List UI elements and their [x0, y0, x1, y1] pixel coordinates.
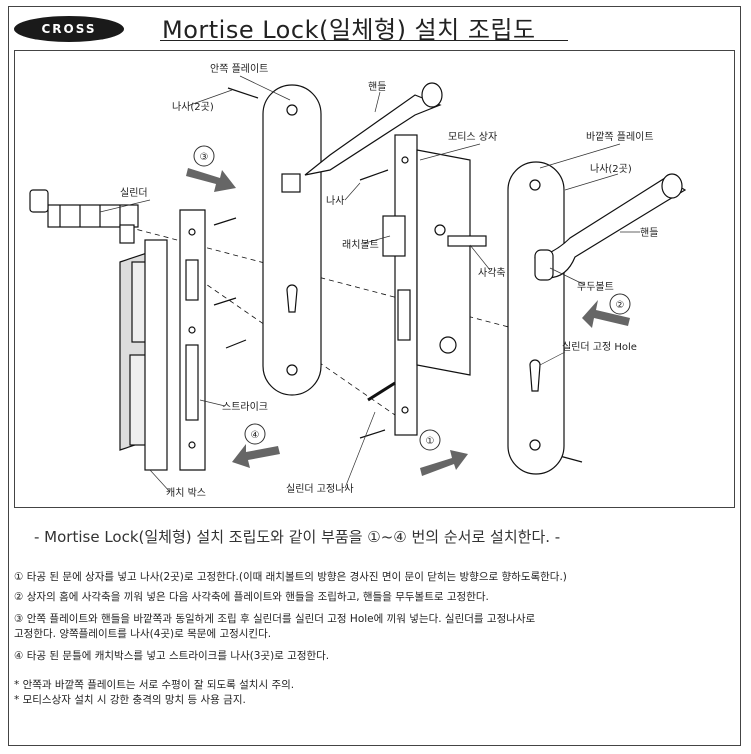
label-mudu-bolt: 무두볼트 [577, 281, 614, 293]
label-mortise-case: 모티스 상자 [448, 131, 497, 143]
outer-handle-part [534, 173, 687, 281]
step-1-number: ① [426, 436, 435, 447]
cylinder-part [29, 189, 139, 244]
step-circles [193, 145, 631, 451]
diagram-frame [14, 50, 735, 508]
step-2-number: ② [616, 300, 625, 311]
strike-screws [213, 217, 247, 349]
inner-plate-screw [227, 87, 259, 99]
label-screw-2-right: 나사(2곳) [590, 163, 632, 175]
label-screw: 나사 [326, 195, 344, 207]
label-handle-right: 핸들 [640, 227, 658, 239]
label-catch-box: 캐치 박스 [166, 487, 206, 499]
step-3-number: ③ [200, 152, 209, 163]
brand-logo: CROSS [14, 16, 124, 42]
label-inner-plate: 안쪽 플레이트 [210, 63, 268, 75]
inner-plate-part [262, 84, 322, 396]
label-handle-top: 핸들 [368, 81, 386, 93]
label-cylinder-hole: 실린더 고정 Hole [562, 341, 637, 353]
catch-box-part [119, 239, 168, 471]
title-underline [160, 40, 568, 41]
label-cylinder-screw: 실린더 고정나사 [286, 483, 354, 495]
instruction-1: ① 타공 된 문에 상자를 넣고 나사(2곳)로 고정한다.(이때 래치볼트의 … [14, 571, 567, 583]
mortise-case-part [382, 134, 487, 436]
label-screw-2-left: 나사(2곳) [172, 101, 214, 113]
summary-line: - Mortise Lock(일체형) 설치 조립도와 같이 부품을 ①~④ 번… [34, 528, 561, 546]
instruction-3: ③ 안쪽 플레이트와 핸들을 바깥쪽과 동일하게 조립 후 실린더를 실린더 고… [14, 613, 536, 625]
leader-lines [99, 75, 640, 493]
strike-plate-part [179, 209, 206, 471]
label-outer-plate: 바깥쪽 플레이트 [586, 131, 654, 143]
label-cylinder: 실린더 [120, 187, 148, 199]
inner-handle-part [304, 82, 443, 176]
label-square-shaft: 사각축 [478, 267, 506, 279]
label-latch-bolt: 래치볼트 [342, 239, 379, 251]
caution-note-1: * 안쪽과 바깥쪽 플레이트는 서로 수평이 잘 되도록 설치시 주의. [14, 679, 295, 691]
instruction-4: ④ 타공 된 문틀에 캐치박스를 넣고 스트라이크를 나사(3곳)로 고정한다. [14, 650, 330, 662]
instruction-3-cont: 고정한다. 양쪽플레이트를 나사(4곳)로 목문에 고정시킨다. [14, 628, 272, 640]
caution-note-2: * 모티스상자 설치 시 강한 충격의 망치 등 사용 금지. [14, 694, 246, 706]
page-frame [8, 6, 741, 746]
page-title: Mortise Lock(일체형) 설치 조립도 [162, 16, 536, 44]
step-4-number: ④ [251, 430, 260, 441]
outer-plate-part [507, 161, 565, 475]
label-strike: 스트라이크 [222, 401, 268, 413]
step-arrows [186, 168, 630, 476]
instruction-2: ② 상자의 홈에 사각축을 끼워 넣은 다음 사각축에 플레이트와 핸들을 조립… [14, 591, 489, 603]
logo-text: CROSS [41, 22, 97, 36]
